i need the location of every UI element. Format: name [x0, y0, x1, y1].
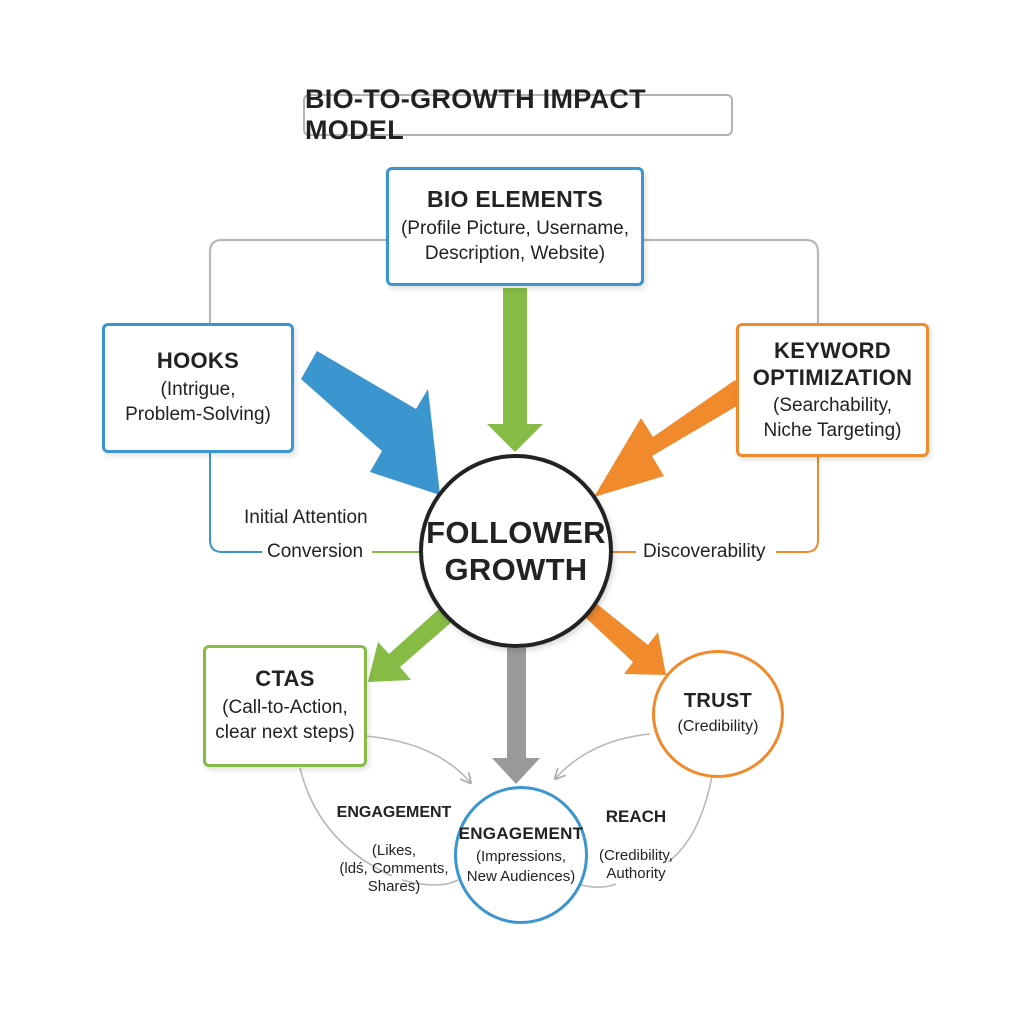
keyword-optimization-node: KEYWORD OPTIMIZATION (Searchability, Nic…	[736, 323, 929, 457]
curve-trust-engagement	[556, 733, 651, 778]
connector-bio-keyword	[643, 238, 820, 324]
arrow-center-engagement	[492, 648, 540, 784]
initial-attention-label: Initial Attention	[244, 507, 368, 528]
hooks-heading: HOOKS	[156, 348, 240, 374]
diagram-title-box: BIO-TO-GROWTH IMPACT MODEL	[303, 84, 733, 145]
engagement-side-detail: (Likes, (ldś, Comments, Shares)	[339, 841, 449, 895]
curve-ctas-engagement	[364, 735, 470, 782]
reach-detail: (Credibility, Authority	[599, 846, 673, 882]
bio-elements-heading: BIO ELEMENTS	[426, 186, 604, 213]
arrow-center-trust	[586, 604, 666, 675]
curve-trust-bottom	[667, 775, 713, 863]
engagement-detail: (Impressions, New Audiences)	[466, 848, 576, 885]
hooks-detail: (Intrigue, Problem-Solving)	[125, 379, 271, 425]
curve-bottom-left	[401, 879, 459, 886]
ctas-node: CTAS (Call-to-Action, clear next steps)	[203, 645, 367, 767]
follower-growth-line2: GROWTH	[444, 552, 588, 587]
reach-label: REACH (Credibility, Authority	[582, 788, 690, 902]
connector-bio-hooks	[208, 238, 388, 324]
trust-detail: (Credibility)	[677, 718, 759, 736]
engagement-side-label: ENGAGEMENT (Likes, (ldś, Comments, Share…	[334, 784, 454, 915]
curve-ctas-bottom	[299, 767, 393, 877]
ctas-detail: (Call-to-Action, clear next steps)	[215, 697, 355, 743]
hooks-node: HOOKS (Intrigue, Problem-Solving)	[102, 323, 294, 453]
arrow-keyword-center	[594, 380, 747, 497]
discoverability-label: Discoverability	[643, 541, 766, 562]
bio-elements-detail: (Profile Picture, Username, Description,…	[400, 218, 630, 264]
reach-heading: REACH	[605, 807, 667, 827]
engagement-side-heading: ENGAGEMENT	[336, 804, 452, 822]
connector-hooks-conversion	[209, 452, 262, 553]
keyword-optimization-detail: (Searchability, Niche Targeting)	[763, 394, 902, 441]
arrow-bio-center	[487, 288, 543, 452]
bio-elements-node: BIO ELEMENTS (Profile Picture, Username,…	[386, 167, 644, 286]
keyword-optimization-heading: KEYWORD OPTIMIZATION	[752, 337, 913, 391]
connector-keyword-discoverability	[776, 456, 819, 553]
follower-growth-node: FOLLOWER GROWTH	[419, 454, 613, 648]
engagement-node: ENGAGEMENT (Impressions, New Audiences)	[454, 786, 588, 924]
arrow-hooks-center	[301, 351, 440, 495]
arrow-center-ctas	[368, 608, 454, 682]
engagement-heading: ENGAGEMENT	[458, 824, 584, 843]
follower-growth-line1: FOLLOWER	[426, 514, 606, 550]
ctas-heading: CTAS	[255, 666, 315, 692]
conversion-label: Conversion	[267, 541, 364, 562]
trust-node: TRUST (Credibility)	[652, 650, 784, 778]
diagram-title: BIO-TO-GROWTH IMPACT MODEL	[305, 84, 646, 145]
trust-heading: TRUST	[683, 690, 753, 713]
